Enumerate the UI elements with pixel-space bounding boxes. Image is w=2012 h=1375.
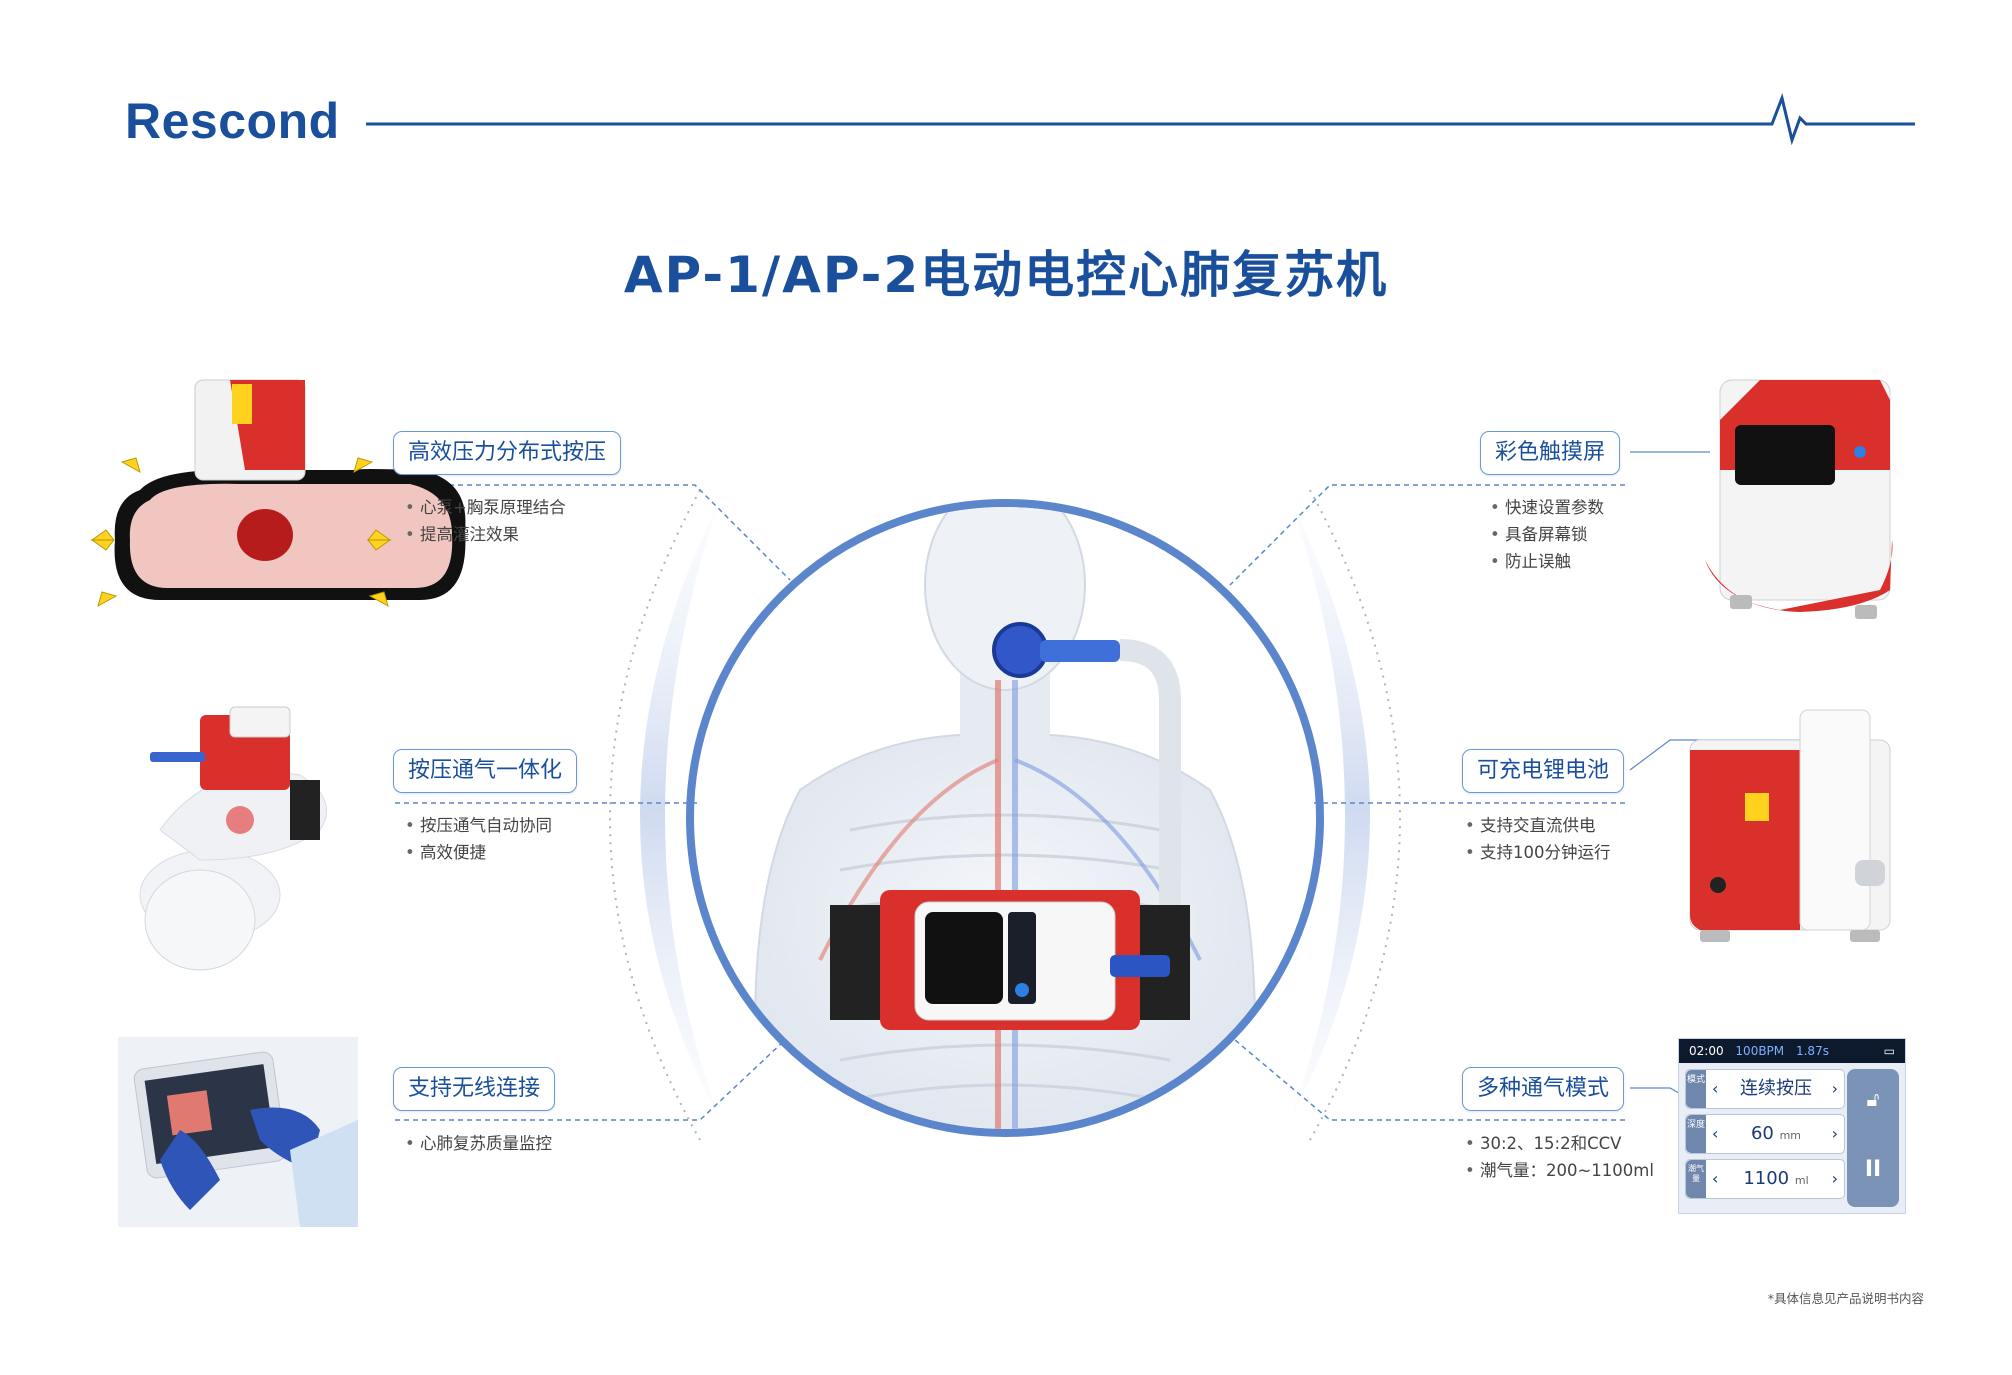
feature-integrated-label: 按压通气一体化	[393, 749, 578, 793]
mode-row[interactable]: 模式 ‹ 连续按压 ›	[1685, 1069, 1845, 1109]
body-illustration	[754, 507, 1256, 1129]
feature-pressure-label: 高效压力分布式按压	[393, 431, 622, 475]
left-connectors	[395, 484, 791, 1121]
bullet-item: 支持100分钟运行	[1465, 839, 1611, 866]
chevron-left-icon[interactable]: ‹	[1712, 1169, 1719, 1188]
feature-modes-label: 多种通气模式	[1462, 1067, 1625, 1111]
left-arc-shape	[640, 500, 720, 1120]
mode-row-value: 连续按压	[1740, 1078, 1812, 1099]
screen-side-buttons: 🔓︎ II	[1847, 1069, 1899, 1207]
battery-icon: ▭	[1883, 1044, 1895, 1058]
chest-section-illustration	[90, 379, 466, 608]
right-connectors	[1229, 484, 1625, 1121]
patient-illustration	[139, 706, 328, 971]
bullet-item: 潮气量：200~1100ml	[1465, 1157, 1654, 1184]
chevron-right-icon[interactable]: ›	[1831, 1169, 1838, 1188]
feature-modes-bullets: 30:2、15:2和CCV 潮气量：200~1100ml	[1465, 1130, 1654, 1184]
chevron-right-icon[interactable]: ›	[1831, 1124, 1838, 1143]
device-screen-panel: 02:00 100BPM 1.87s ▭ 模式 ‹ 连续按压 › 深度 ‹ 60…	[1678, 1038, 1906, 1214]
mode-row-label: 模式	[1686, 1070, 1706, 1108]
right-arc-shape	[1290, 500, 1370, 1120]
depth-row-label: 深度	[1686, 1115, 1706, 1153]
feature-touchscreen-bullets: 快速设置参数 具备屏幕锁 防止误触	[1490, 494, 1604, 575]
bullet-item: 高效便捷	[405, 839, 552, 866]
feature-integrated-bullets: 按压通气自动协同 高效便捷	[405, 812, 552, 866]
tidal-volume-value: 1100	[1743, 1168, 1790, 1189]
footnote: *具体信息见产品说明书内容	[1767, 1291, 1924, 1306]
bullet-item: 防止误触	[1490, 548, 1604, 575]
brand-logo: Rescond	[125, 93, 340, 149]
heartbeat-rule-icon	[366, 92, 1915, 146]
screen-status-bar: 02:00 100BPM 1.87s ▭	[1679, 1039, 1905, 1063]
bullet-item: 按压通气自动协同	[405, 812, 552, 839]
chevron-left-icon[interactable]: ‹	[1712, 1079, 1719, 1098]
depth-row[interactable]: 深度 ‹ 60 mm ›	[1685, 1114, 1845, 1154]
tablet-photo	[118, 1037, 358, 1227]
feature-wireless-label: 支持无线连接	[393, 1067, 556, 1111]
bullet-item: 提高灌注效果	[405, 521, 566, 548]
bullet-item: 具备屏幕锁	[1490, 521, 1604, 548]
device-side-illustration	[1689, 709, 1891, 942]
feature-battery-label: 可充电锂电池	[1462, 749, 1625, 793]
depth-value: 60	[1750, 1123, 1774, 1144]
unlock-icon[interactable]: 🔓︎	[1866, 1087, 1880, 1111]
tidal-volume-row[interactable]: 潮气量 ‹ 1100 ml ›	[1685, 1159, 1845, 1199]
depth-row-value: 60 mm	[1708, 1115, 1844, 1153]
feature-touchscreen-label: 彩色触摸屏	[1480, 431, 1621, 475]
feature-battery-bullets: 支持交直流供电 支持100分钟运行	[1465, 812, 1611, 866]
tidal-volume-unit: ml	[1794, 1174, 1809, 1187]
chevron-left-icon[interactable]: ‹	[1712, 1124, 1719, 1143]
depth-unit: mm	[1779, 1129, 1802, 1142]
screen-time: 02:00	[1689, 1044, 1724, 1058]
bullet-item: 心泵+胸泵原理结合	[405, 494, 566, 521]
bullet-item: 心肺复苏质量监控	[405, 1130, 552, 1157]
chevron-right-icon[interactable]: ›	[1831, 1079, 1838, 1098]
page-title: AP-1/AP-2电动电控心肺复苏机	[623, 246, 1389, 304]
bullet-item: 30:2、15:2和CCV	[1465, 1130, 1654, 1157]
pause-icon[interactable]: II	[1864, 1157, 1882, 1182]
tidal-volume-row-label: 潮气量	[1686, 1160, 1706, 1198]
screen-seconds: 1.87s	[1795, 1044, 1829, 1058]
feature-pressure-bullets: 心泵+胸泵原理结合 提高灌注效果	[405, 494, 566, 548]
bullet-item: 快速设置参数	[1490, 494, 1604, 521]
device-front-illustration	[1705, 379, 1893, 619]
screen-bpm: 100BPM	[1735, 1044, 1785, 1058]
bullet-item: 支持交直流供电	[1465, 812, 1610, 839]
tidal-volume-row-value: 1100 ml	[1708, 1160, 1844, 1198]
feature-wireless-bullets: 心肺复苏质量监控	[405, 1130, 552, 1157]
